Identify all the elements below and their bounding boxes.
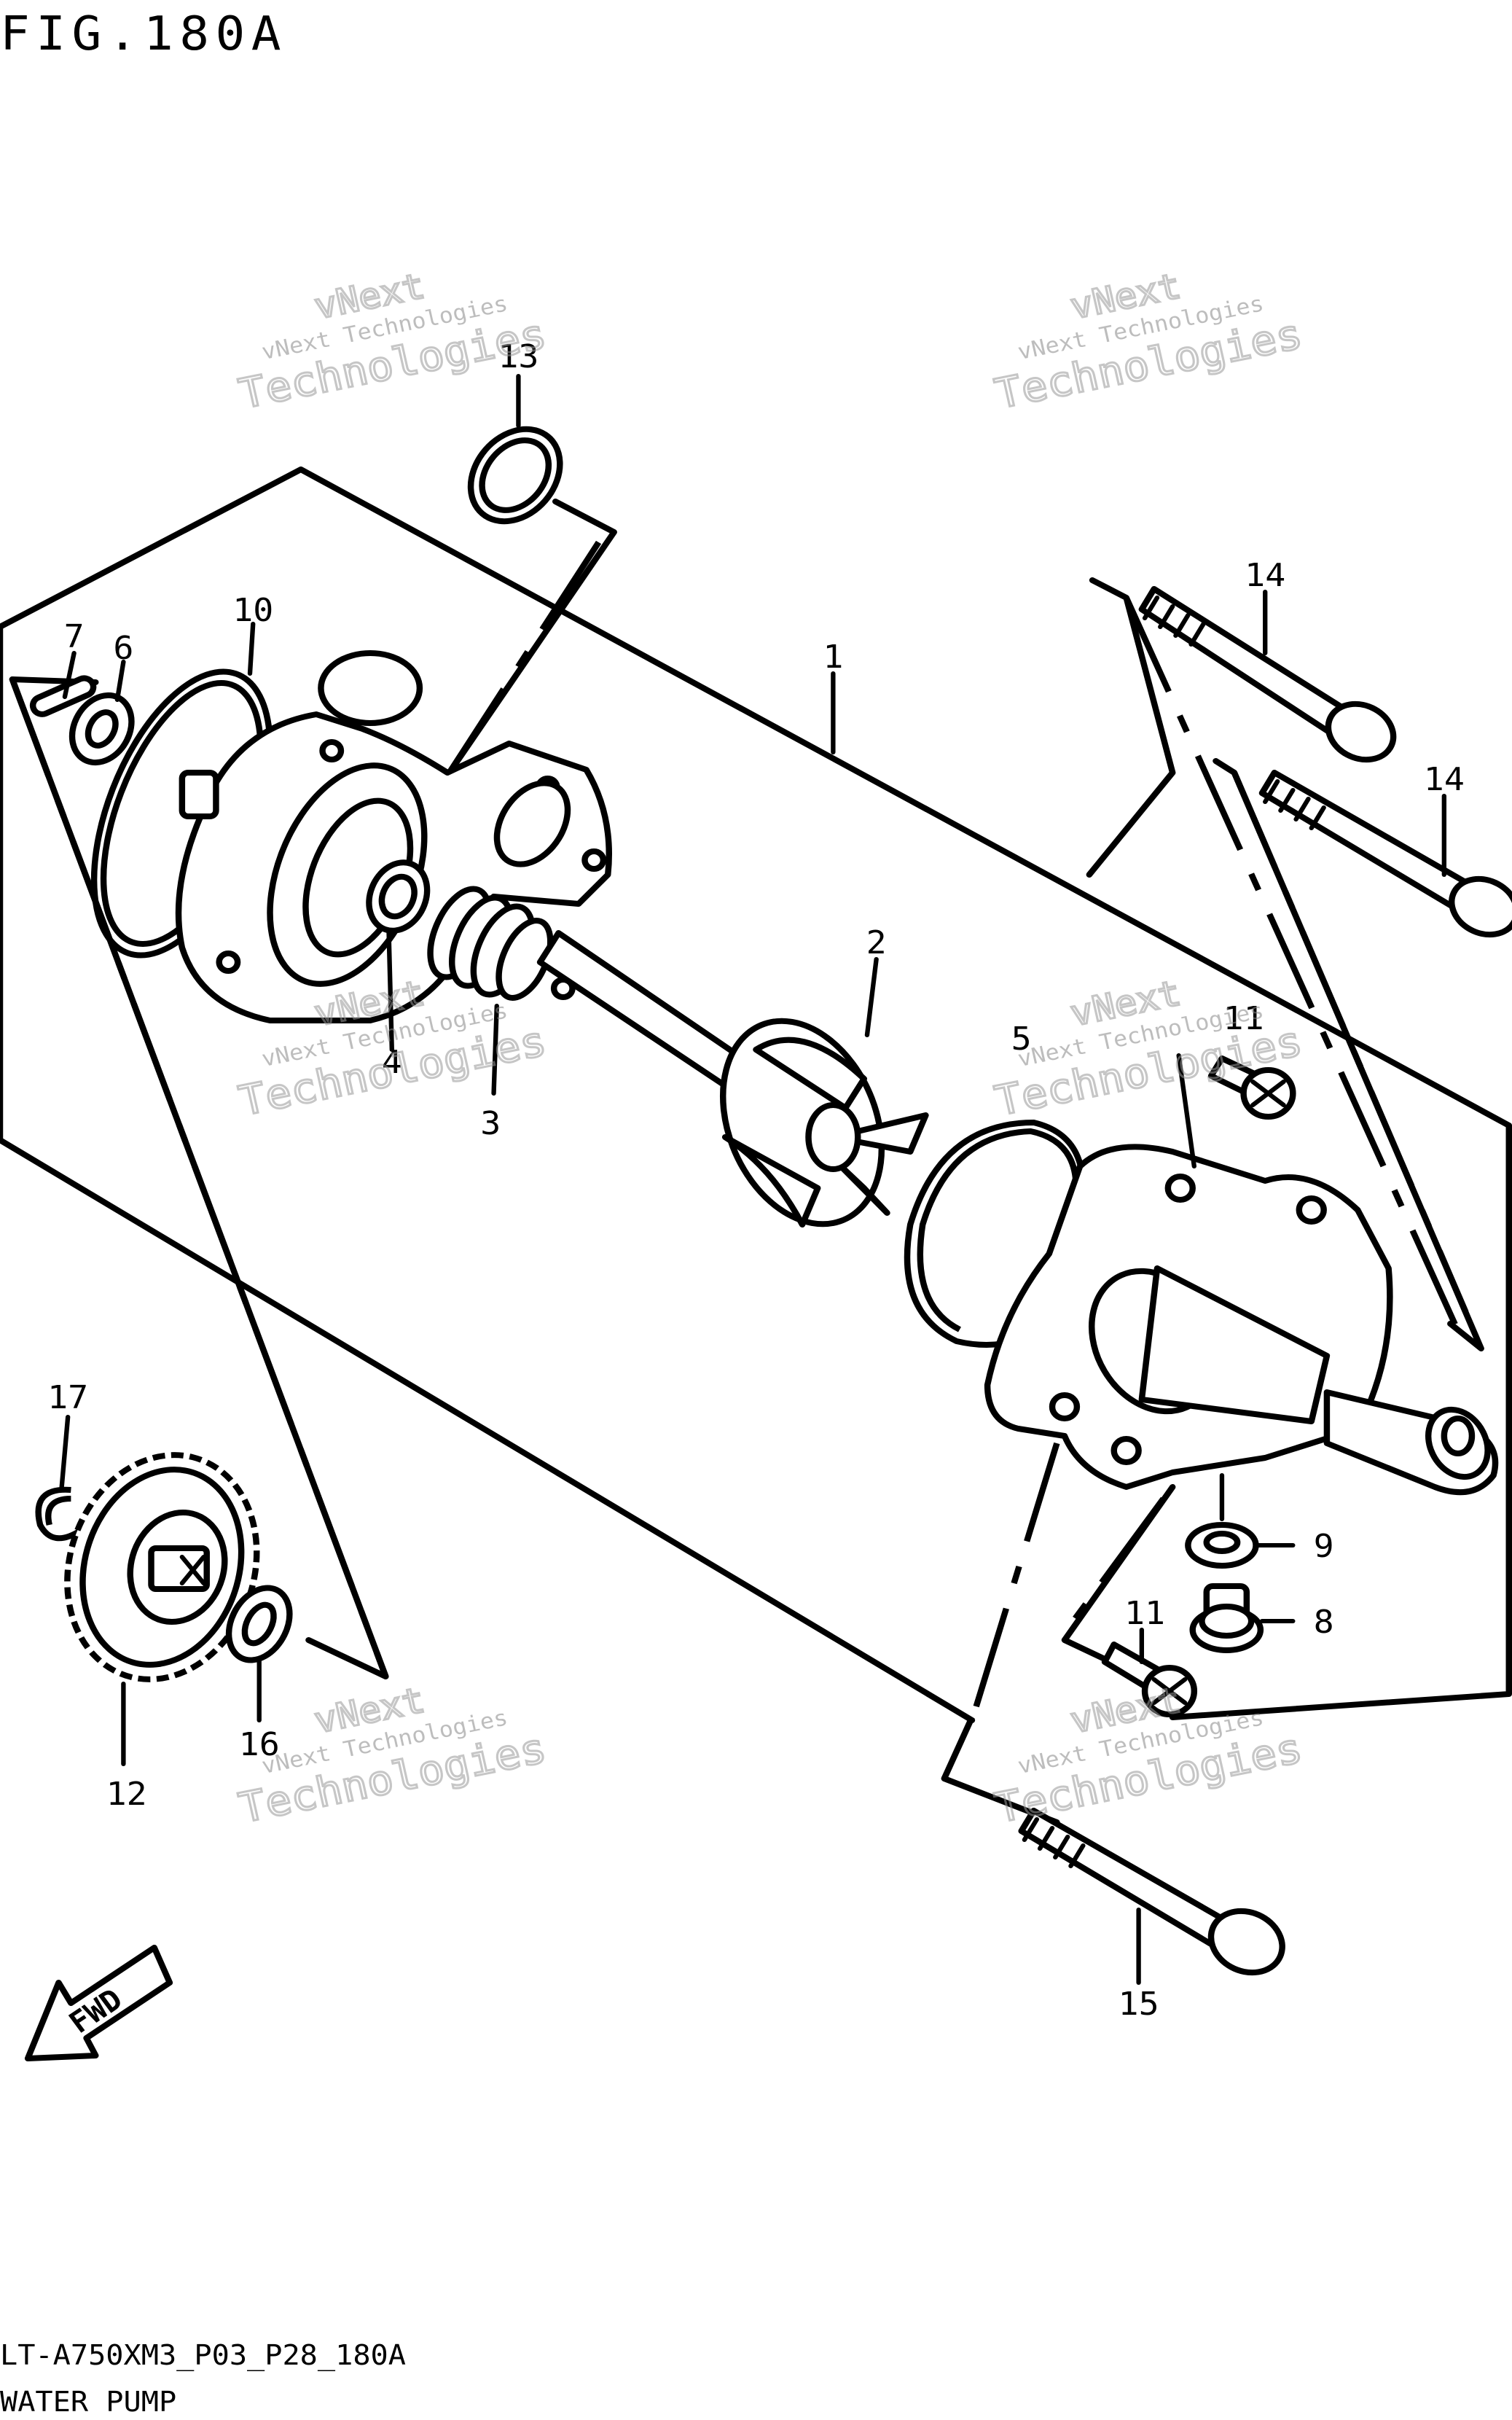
- part-label-3: 3: [480, 1104, 501, 1141]
- leader-lines: [59, 374, 1447, 1985]
- part-labels: 1 2 3 4 5 6 7 8 9 10 11 11 12 13 14 14 1…: [47, 337, 1465, 2022]
- part-label-14-upper: 14: [1245, 556, 1285, 593]
- part-label-4: 4: [382, 1043, 402, 1080]
- o-ring-13: [467, 426, 563, 525]
- part-label-6: 6: [113, 629, 133, 666]
- part-label-14-lower: 14: [1424, 760, 1465, 797]
- model-code: LT-A750XM3_P03_P28_180A: [0, 2340, 406, 2372]
- part-label-16: 16: [239, 1725, 280, 1763]
- section-name: WATER PUMP: [0, 2386, 176, 2419]
- bolt-14-lower: [1258, 770, 1512, 938]
- figure-title: FIG.180A: [0, 7, 287, 61]
- part-label-5: 5: [1011, 1020, 1032, 1057]
- gear-12: [64, 1452, 260, 1682]
- part-label-11-upper: 11: [1223, 999, 1264, 1037]
- assembly-frame: [0, 467, 1512, 1825]
- part-label-13: 13: [498, 337, 538, 375]
- part-label-15: 15: [1119, 1985, 1159, 2022]
- part-label-7: 7: [64, 617, 85, 655]
- washer-9: [1185, 1522, 1259, 1569]
- drain-plug-8: [1189, 1583, 1264, 1653]
- mechanical-seal-3: [427, 886, 554, 1001]
- bolt-14-upper: [1138, 586, 1397, 763]
- part-label-17: 17: [47, 1378, 88, 1416]
- pump-case: [175, 711, 612, 1023]
- o-ring-5: [904, 1119, 1086, 1348]
- impeller-2: [719, 1018, 929, 1227]
- part-label-12: 12: [106, 1775, 147, 1812]
- part-label-9: 9: [1314, 1527, 1334, 1564]
- screw-11-lower: [1101, 1642, 1198, 1717]
- circlip-17: [35, 1486, 82, 1542]
- screw-11-upper: [1207, 1055, 1296, 1120]
- pump-cover: [984, 1144, 1499, 1496]
- fwd-direction-arrow: FWD: [24, 1945, 173, 2061]
- bolt-15: [1018, 1808, 1285, 1976]
- part-label-10: 10: [232, 591, 273, 628]
- part-label-1: 1: [823, 638, 843, 675]
- washer-16: [225, 1585, 293, 1663]
- part-label-11-lower: 11: [1124, 1594, 1165, 1631]
- part-label-2: 2: [866, 924, 887, 961]
- part-label-8: 8: [1314, 1603, 1334, 1640]
